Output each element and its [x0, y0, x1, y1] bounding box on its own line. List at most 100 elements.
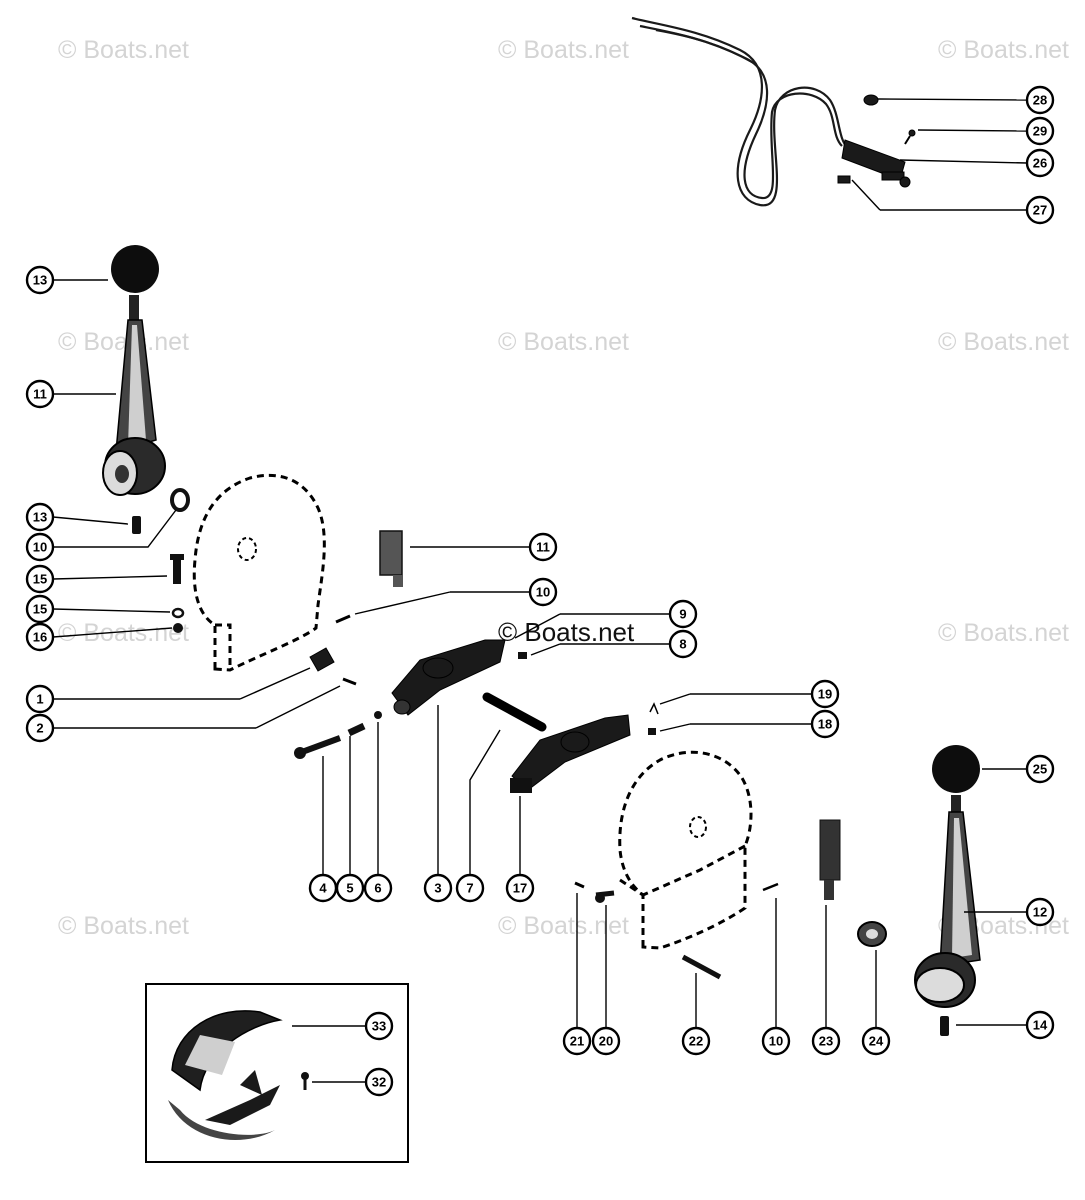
callout-11: 11 — [528, 532, 558, 562]
callout-6: 6 — [363, 873, 393, 903]
watermark: © Boats.net — [938, 619, 1069, 647]
callout-4: 4 — [308, 873, 338, 903]
callout-32: 32 — [364, 1067, 394, 1097]
part-23-pin — [574, 881, 585, 889]
watermark-center: © Boats.net — [498, 617, 635, 647]
callout-label: 25 — [1033, 762, 1047, 777]
callout-20: 18 — [810, 709, 840, 739]
right-handle-assembly — [914, 745, 981, 1036]
callout-label: 1 — [36, 692, 43, 707]
part-6-ball — [374, 711, 382, 719]
callout-label: 6 — [374, 881, 381, 896]
callout-label: 10 — [33, 540, 47, 555]
callout-15: 13 — [25, 502, 55, 532]
callout-1: 1 — [25, 684, 55, 714]
callout-label: 15 — [33, 572, 47, 587]
part-10b-pin — [762, 882, 779, 892]
neutral-switch-harness — [631, 16, 916, 207]
callout-label: 23 — [819, 1034, 833, 1049]
callout-9: 9 — [668, 599, 698, 629]
part-3-cam-arm — [391, 639, 506, 716]
callout-14: 13 — [25, 265, 55, 295]
callout-12: 10 — [25, 532, 55, 562]
watermark: © Boats.net — [498, 328, 629, 356]
callout-label: 13 — [33, 510, 47, 525]
callout-13: 11 — [25, 379, 55, 409]
handle-hub — [102, 437, 166, 496]
callout-19: 17 — [505, 873, 535, 903]
callout-label: 16 — [33, 630, 47, 645]
callout-label: 2 — [36, 721, 43, 736]
left-handle-assembly — [102, 245, 190, 633]
callout-23: 21 — [562, 1026, 592, 1056]
knob-14 — [111, 245, 159, 293]
callout-label: 28 — [1033, 93, 1047, 108]
callout-24: 22 — [681, 1026, 711, 1056]
part-31-screw — [908, 129, 916, 137]
callout-27: 25 — [1025, 754, 1055, 784]
left-housing-hole — [237, 537, 257, 561]
callout-29: 27 — [1025, 195, 1055, 225]
callout-label: 21 — [570, 1034, 584, 1049]
part-7-shaft — [482, 692, 547, 732]
callout-label: 22 — [689, 1034, 703, 1049]
leader-lines — [52, 98, 1028, 1083]
part-19-cam-arm — [510, 714, 631, 793]
callout-25: 23 — [811, 1026, 841, 1056]
callout-label: 20 — [599, 1034, 613, 1049]
callout-28: 26 — [1025, 148, 1055, 178]
callout-label: 10 — [769, 1034, 783, 1049]
part-8-spring — [518, 652, 527, 659]
callout-label: 10 — [536, 585, 550, 600]
part-5-spring — [347, 722, 366, 737]
callout-10b: 10 — [761, 1026, 791, 1056]
switch-body — [841, 139, 911, 188]
callout-10a: 10 — [528, 577, 558, 607]
knob-27 — [932, 745, 980, 793]
part-15-setscrew — [132, 516, 141, 534]
part-16-bolt — [170, 554, 184, 584]
part-24-bolt — [681, 954, 722, 980]
callout-18: 16 — [25, 622, 55, 652]
callout-label: 18 — [818, 717, 832, 732]
callout-30: 28 — [1025, 85, 1055, 115]
callout-label: 24 — [869, 1034, 884, 1049]
callout-7: 7 — [455, 873, 485, 903]
inset-box — [145, 983, 409, 1163]
callout-33: 33 — [364, 1011, 394, 1041]
callout-13b: 12 — [1025, 897, 1055, 927]
callout-label: 17 — [513, 881, 527, 896]
knob-stud — [129, 295, 139, 323]
callout-label: 26 — [1033, 156, 1047, 171]
part-4-bolt — [294, 735, 342, 759]
callout-label: 8 — [679, 637, 686, 652]
callout-22: 20 — [591, 1026, 621, 1056]
callout-label: 9 — [679, 607, 686, 622]
part-1-block — [309, 647, 335, 672]
callout-label: 27 — [1033, 203, 1047, 218]
part-10-pin — [335, 614, 351, 624]
part-25-plate — [819, 819, 841, 900]
part-26-washer — [857, 921, 887, 947]
callout-3: 3 — [423, 873, 453, 903]
callout-label: 3 — [434, 881, 441, 896]
part-2-pin — [342, 677, 357, 686]
right-housing-edge — [619, 844, 746, 897]
callout-label: 11 — [33, 387, 47, 402]
callout-5: 5 — [335, 873, 365, 903]
watermark: © Boats.net — [498, 912, 629, 940]
callout-label: 13 — [33, 273, 47, 288]
callout-label: 7 — [466, 881, 473, 896]
part-30-clip — [863, 94, 879, 106]
part-17-washer — [171, 607, 185, 619]
part-18-nut — [173, 623, 183, 633]
part-12-washer — [170, 488, 190, 512]
callout-label: 32 — [372, 1075, 386, 1090]
callout-label: 29 — [1033, 124, 1047, 139]
watermark: © Boats.net — [58, 912, 189, 940]
part-29-nut — [837, 175, 851, 184]
callout-label: 14 — [1033, 1018, 1048, 1033]
callout-2: 2 — [25, 713, 55, 743]
callout-26: 24 — [861, 1026, 891, 1056]
